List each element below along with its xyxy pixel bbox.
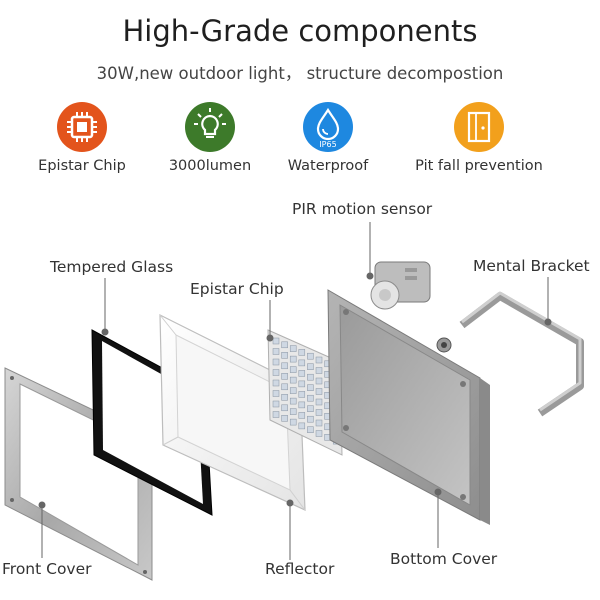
led-dot bbox=[289, 366, 297, 373]
led-dot bbox=[315, 388, 323, 395]
reflector-part bbox=[159, 314, 306, 511]
label-reflector: Reflector bbox=[265, 560, 335, 578]
bottom-cover-part bbox=[327, 289, 490, 525]
label-tempered-glass: Tempered Glass bbox=[50, 258, 174, 276]
led-dot bbox=[289, 345, 297, 352]
led-dot bbox=[298, 412, 306, 419]
led-dot bbox=[298, 380, 306, 388]
led-dot bbox=[307, 394, 314, 402]
label-mental-bracket: Mental Bracket bbox=[473, 257, 590, 275]
led-dot bbox=[315, 419, 323, 427]
led-dot bbox=[307, 405, 314, 412]
led-dot bbox=[281, 394, 288, 401]
led-dot bbox=[281, 362, 288, 370]
led-dot bbox=[298, 401, 306, 409]
led-dot bbox=[281, 415, 288, 422]
led-dot bbox=[307, 373, 314, 381]
led-dot bbox=[272, 390, 280, 397]
led-dot bbox=[315, 430, 323, 437]
led-dot bbox=[281, 383, 288, 391]
led-dot bbox=[289, 355, 297, 363]
led-dot bbox=[281, 352, 288, 359]
led-dot bbox=[272, 369, 280, 376]
led-dot bbox=[289, 418, 297, 426]
feature-lumen: 3000lumen bbox=[145, 102, 275, 174]
led-dot bbox=[298, 349, 306, 356]
led-dot bbox=[272, 348, 280, 355]
label-front-cover: Front Cover bbox=[2, 560, 92, 578]
led-dot bbox=[307, 363, 314, 370]
led-dot bbox=[289, 408, 297, 415]
lightbulb-icon bbox=[185, 102, 235, 152]
led-dot bbox=[315, 409, 323, 416]
feature-label: Waterproof bbox=[287, 158, 369, 174]
feature-label: Epistar Chip bbox=[38, 158, 126, 174]
led-dot bbox=[289, 387, 297, 394]
led-dot bbox=[281, 341, 288, 349]
led-dot bbox=[307, 384, 314, 391]
led-dot bbox=[272, 379, 280, 387]
feature-pitfall: Pit fall prevention bbox=[414, 102, 544, 174]
led-dot bbox=[272, 358, 280, 366]
feature-label: Pit fall prevention bbox=[415, 158, 543, 174]
led-dot bbox=[272, 400, 280, 408]
led-dot bbox=[272, 337, 280, 345]
led-dot bbox=[289, 397, 297, 405]
door-icon bbox=[454, 102, 504, 152]
ip-rating-text: IP65 bbox=[319, 140, 336, 149]
chip-icon bbox=[57, 102, 107, 152]
pir-sensor-part bbox=[370, 261, 431, 310]
led-dot bbox=[289, 376, 297, 384]
led-dot bbox=[281, 404, 288, 412]
led-dot bbox=[272, 411, 280, 418]
feature-waterproof: IP65 Waterproof bbox=[263, 102, 393, 174]
label-pir-sensor: PIR motion sensor bbox=[292, 200, 433, 218]
led-dot bbox=[298, 422, 306, 430]
led-dot bbox=[315, 367, 323, 374]
page-subtitle: 30W,new outdoor light， structure decompo… bbox=[96, 64, 504, 83]
led-dot bbox=[281, 373, 288, 380]
feature-epistar-chip: Epistar Chip bbox=[17, 102, 147, 174]
water-drop-icon: IP65 bbox=[303, 102, 353, 152]
led-dot bbox=[307, 352, 314, 360]
led-dot bbox=[298, 370, 306, 377]
label-bottom-cover: Bottom Cover bbox=[390, 550, 498, 568]
led-dot bbox=[307, 415, 314, 423]
led-dot bbox=[298, 359, 306, 367]
led-dot bbox=[315, 377, 323, 385]
label-epistar-chip: Epistar Chip bbox=[190, 280, 284, 298]
led-dot bbox=[298, 391, 306, 398]
page-title: High-Grade components bbox=[122, 14, 478, 48]
led-dot bbox=[307, 426, 314, 433]
feature-label: 3000lumen bbox=[168, 158, 252, 174]
led-dot bbox=[315, 356, 323, 364]
led-dot bbox=[315, 398, 323, 406]
